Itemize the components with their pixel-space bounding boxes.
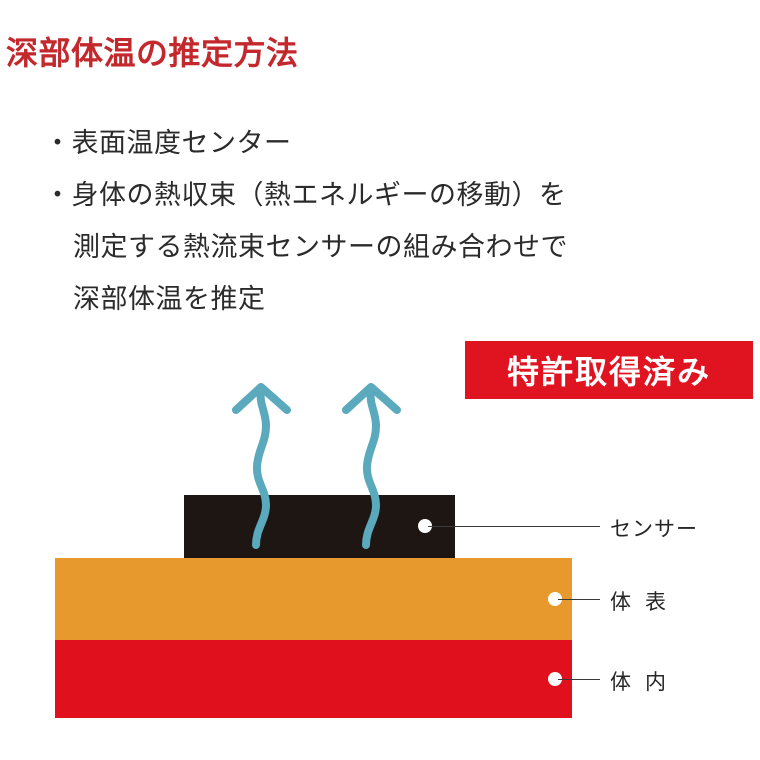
callout-line-body-surface xyxy=(558,599,600,600)
page-title: 深部体温の推定方法 xyxy=(6,35,299,71)
callout-label-body-inner: 体内 xyxy=(610,671,680,694)
callout-dot-body-surface xyxy=(548,592,562,606)
patent-badge-label: 特許取得済み xyxy=(506,354,711,390)
body-text-block: ・表面温度センター ・身体の熱収束（熱エネルギーの移動）を 測定する熱流束センサ… xyxy=(44,117,724,325)
callout-dot-sensor xyxy=(418,519,432,533)
body-line-2: ・身体の熱収束（熱エネルギーの移動）を xyxy=(44,180,567,210)
callout-label-sensor: センサー xyxy=(610,518,698,541)
body-line-4: 深部体温を推定 xyxy=(73,284,266,314)
callout-line-body-inner xyxy=(558,679,600,680)
callout-line-sensor xyxy=(428,526,600,527)
callout-dot-body-inner xyxy=(548,672,562,686)
callout-label-body-surface: 体表 xyxy=(610,591,680,614)
body-line-3: 測定する熱流束センサーの組み合わせで xyxy=(73,232,568,262)
patent-badge: 特許取得済み xyxy=(465,341,753,399)
body-line-1: ・表面温度センター xyxy=(44,128,292,158)
body-inner-layer xyxy=(55,640,572,718)
body-surface-layer xyxy=(55,558,572,640)
sensor-block xyxy=(184,495,455,558)
